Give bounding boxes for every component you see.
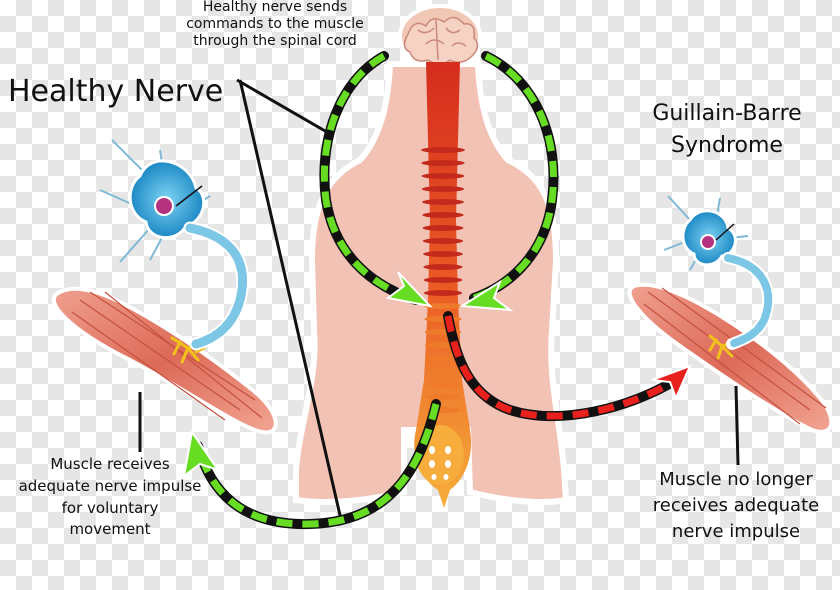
neuron-icon xyxy=(99,139,250,351)
vertebra xyxy=(422,199,464,205)
healthy-command-label: Healthy nerve sends commands to the musc… xyxy=(186,0,364,50)
healthy-signal-path-to-muscle xyxy=(182,399,441,530)
brain-icon xyxy=(398,4,482,68)
vertebra xyxy=(421,186,465,192)
vertebra xyxy=(421,147,465,153)
vertebra xyxy=(423,290,463,296)
vertebra xyxy=(423,264,463,270)
vertebra xyxy=(425,394,461,400)
vertebra xyxy=(422,238,464,244)
muscle-no-longer-label: Muscle no longer receives adequate nerve… xyxy=(652,469,820,543)
vertebra xyxy=(424,316,462,322)
vertebra xyxy=(422,225,464,231)
neuron-icon xyxy=(663,195,775,350)
vertebra xyxy=(425,381,461,387)
healthy-signal-path-right xyxy=(458,51,559,312)
vertebra xyxy=(422,212,464,218)
vertebra xyxy=(425,368,461,374)
healthy-nerve-title: Healthy Nerve xyxy=(8,74,224,109)
healthy-signal-path-left xyxy=(319,51,433,308)
pointer-lines xyxy=(138,78,740,525)
vertebra xyxy=(424,303,462,309)
muscle-icon xyxy=(52,286,278,435)
vertebra xyxy=(421,173,465,179)
muscle-receives-label: Muscle receives adequate nerve impulse f… xyxy=(18,455,202,539)
sacral-foramina xyxy=(429,446,451,480)
vertebra xyxy=(423,251,463,257)
vertebra xyxy=(421,160,465,166)
muscle-icon xyxy=(627,282,834,434)
vertebra xyxy=(425,355,461,361)
guillain-barre-title: Guillain-Barre Syndrome xyxy=(652,101,802,158)
vertebra xyxy=(423,277,463,283)
impaired-signal-path xyxy=(443,311,692,421)
